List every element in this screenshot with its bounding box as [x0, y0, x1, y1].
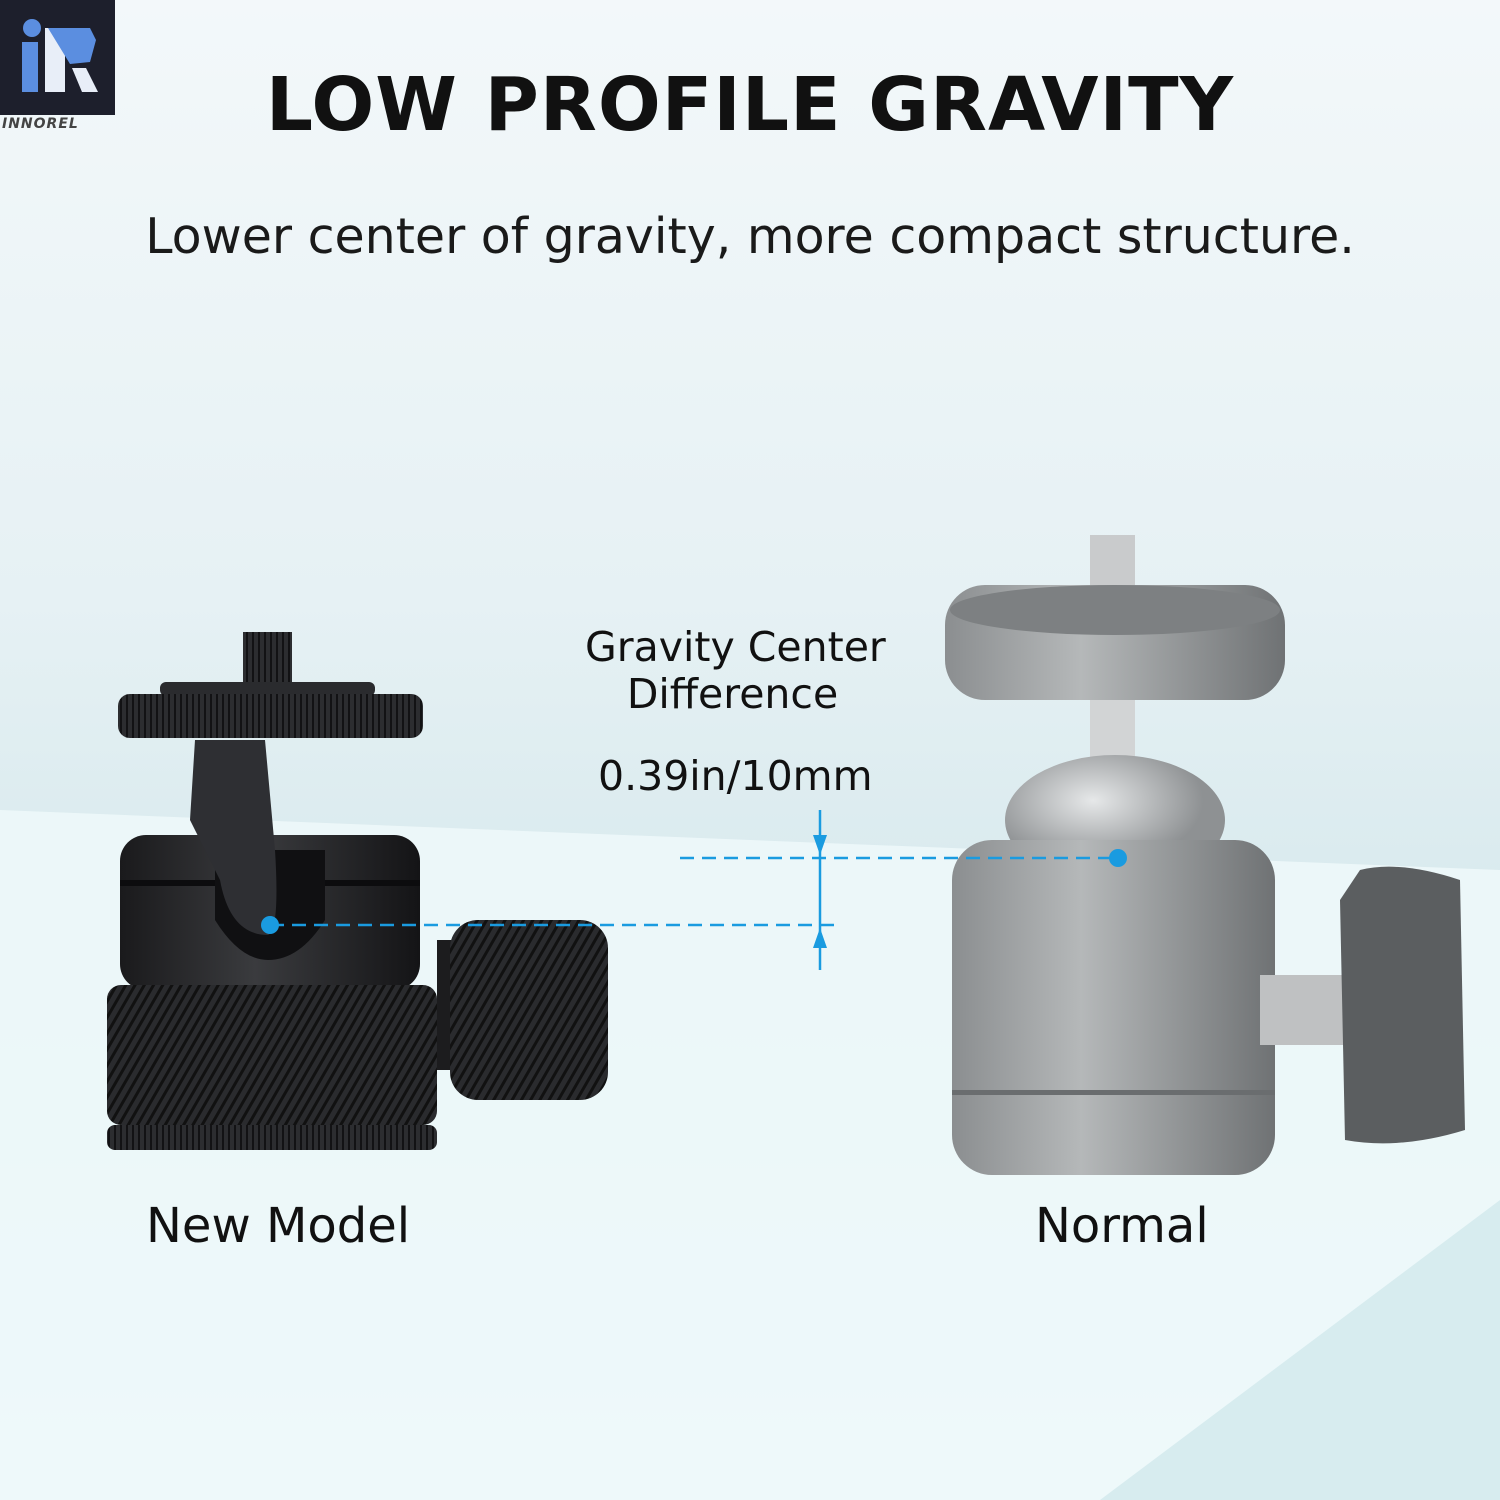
page-title: LOW PROFILE GRAVITY — [265, 62, 1235, 148]
brand-name: INNOREL — [2, 116, 79, 132]
gravity-center-annotation — [261, 810, 1127, 970]
label-new-model: New Model — [146, 1198, 411, 1254]
table-edge — [1100, 1200, 1500, 1500]
annotation-line2: Difference — [626, 670, 839, 718]
subtitle: Lower center of gravity, more compact st… — [145, 208, 1355, 265]
annotation-line1: Gravity Center — [585, 623, 886, 671]
brand-logo — [0, 0, 115, 115]
label-normal: Normal — [1035, 1198, 1209, 1254]
gravity-point-new — [261, 916, 279, 934]
new-model-ball-head — [107, 632, 608, 1150]
normal-ball-head — [945, 535, 1465, 1175]
gravity-point-normal — [1109, 849, 1127, 867]
annotation-value: 0.39in/10mm — [598, 752, 873, 800]
